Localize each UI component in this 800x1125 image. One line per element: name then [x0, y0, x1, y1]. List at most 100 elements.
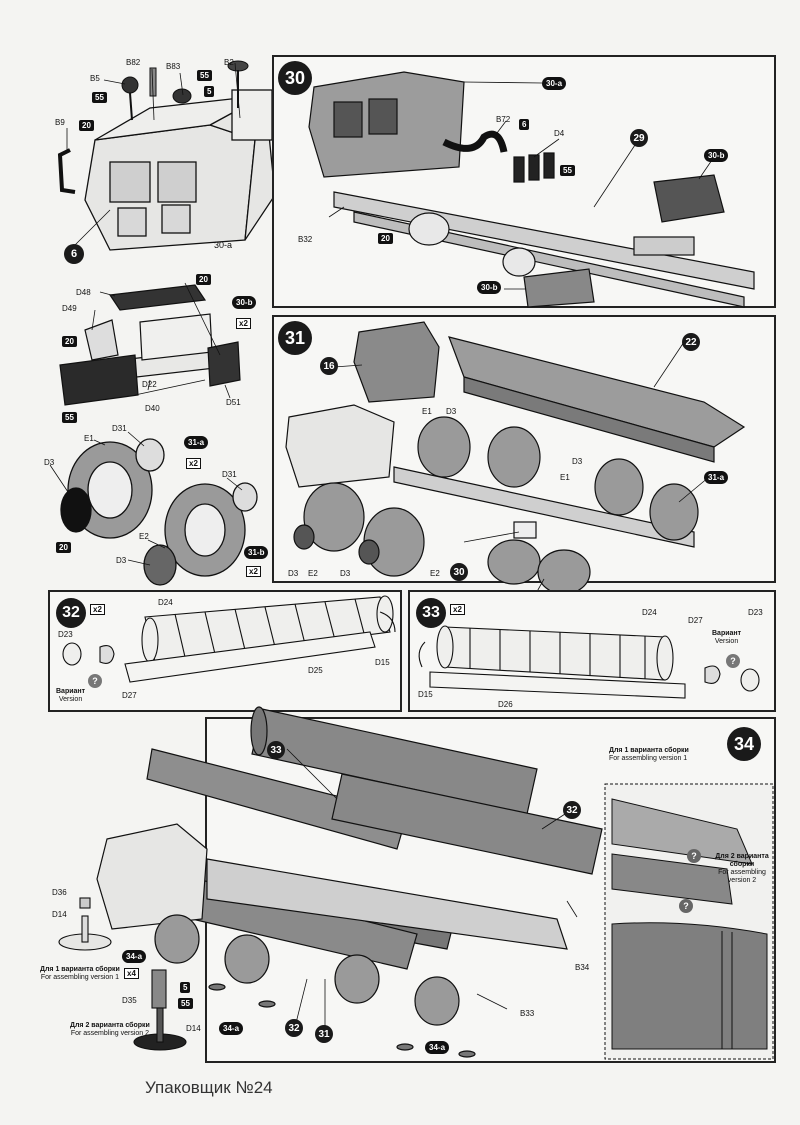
part-d24-33: D24	[642, 608, 657, 617]
ref-badge-20-b: 20	[196, 274, 211, 285]
step-ref-6: 6	[64, 244, 84, 264]
part-e2-b31: E2	[430, 569, 440, 578]
question-icon-34-a: ?	[687, 849, 701, 863]
qty-x2-a: x2	[186, 458, 201, 469]
ref-badge-55-c: 55	[62, 412, 77, 423]
qty-x2-32: x2	[90, 604, 105, 615]
part-e1: E1	[84, 434, 94, 443]
step-31-number: 31	[278, 321, 312, 355]
part-d48: D48	[76, 288, 91, 297]
part-d31-b: D31	[222, 470, 237, 479]
part-d14-b: D14	[186, 1024, 201, 1033]
part-d27-33: D27	[688, 616, 703, 625]
part-e1-b: E1	[560, 473, 570, 482]
qty-x2-box: x2	[236, 318, 251, 329]
qty-x2-b: x2	[246, 566, 261, 577]
step-30-panel: 30	[272, 55, 776, 308]
part-d3-a31: D3	[446, 407, 457, 416]
ref-30a-cab: 30-a	[214, 240, 233, 250]
step-ref-16: 16	[320, 357, 338, 375]
ref-badge-55-d: 55	[560, 165, 575, 176]
part-d3-b: D3	[116, 556, 127, 565]
ref-34a-1: 34-a	[219, 1022, 244, 1035]
ref-34a-stand: 34-a	[122, 950, 147, 963]
step-31-drawing	[285, 321, 746, 598]
variant-en-33: Version	[714, 638, 739, 646]
inset-v2-en: For assembling version 2	[718, 869, 766, 885]
part-e2: E2	[139, 532, 149, 541]
ref-30a-step30: 30-a	[542, 77, 567, 90]
step-30-number: 30	[278, 61, 312, 95]
ref-badge-20-e: 20	[378, 233, 393, 244]
part-d3-d31: D3	[340, 569, 351, 578]
step-32-panel: 32 x2 D24 D23 D25 D15 D27 Вариант V	[48, 590, 402, 712]
step-33-drawing	[418, 625, 760, 699]
step-ref-29: 29	[630, 129, 648, 147]
step-31-panel: 31	[272, 315, 776, 598]
part-d3-c31: D3	[288, 569, 299, 578]
step-34-panel: 34	[96, 706, 777, 1063]
part-b33: B33	[520, 1009, 535, 1018]
ref-badge-55-e: 55	[178, 998, 193, 1009]
part-d25: D25	[308, 666, 323, 675]
part-d36: D36	[52, 888, 67, 897]
ref-34a-2: 34-a	[425, 1041, 450, 1054]
stand-version-2-note: Для 2 варианта сборки For assembling ver…	[70, 1022, 150, 1038]
part-b82: B82	[126, 58, 141, 67]
part-b9: B9	[55, 118, 65, 127]
variant-ru-32: Вариант	[56, 688, 86, 695]
ref-badge-55-a: 55	[197, 70, 212, 81]
part-d24-32: D24	[158, 598, 173, 607]
part-d31-a: D31	[112, 424, 127, 433]
part-d3-a: D3	[44, 458, 55, 467]
part-b32: B32	[298, 235, 313, 244]
inset-version-1-note: Для 1 варианта сборки For assembling ver…	[609, 747, 689, 763]
part-d35: D35	[122, 996, 137, 1005]
variant-note-33: Вариант Version	[712, 630, 741, 646]
question-icon-34-b: ?	[679, 899, 693, 913]
stand-v2-ru: Для 2 варианта сборки	[70, 1022, 150, 1029]
part-d4: D4	[554, 129, 565, 138]
part-d27-32: D27	[122, 691, 137, 700]
ref-30b-b: 30-b	[477, 281, 502, 294]
part-d23-33: D23	[748, 608, 763, 617]
variant-note-32: Вариант Version	[56, 688, 85, 704]
part-d15-32: D15	[375, 658, 390, 667]
stand-v2-en: For assembling version 2	[70, 1030, 150, 1038]
inset-version-2-note: Для 2 варианта сборки For assembling ver…	[707, 853, 777, 885]
inset-v2-ru: Для 2 варианта сборки	[715, 853, 769, 869]
stand-v1-ru: Для 1 варианта сборки	[40, 966, 120, 973]
part-d14-a: D14	[52, 910, 67, 919]
part-e2-a31: E2	[308, 569, 318, 578]
part-d3-b31: D3	[572, 457, 583, 466]
ref-badge-20-a: 20	[79, 120, 94, 131]
step-34-drawing	[96, 706, 774, 1060]
inset-v1-en: For assembling version 1	[609, 755, 688, 763]
step-30-drawing	[308, 71, 755, 308]
step-ref-31: 31	[315, 1025, 333, 1043]
step-32-drawing	[62, 595, 396, 683]
ref-badge-20-c: 20	[62, 336, 77, 347]
step-ref-32-a: 32	[563, 801, 581, 819]
part-d23-32: D23	[58, 630, 73, 639]
stand-version-1-note: Для 1 варианта сборки For assembling ver…	[40, 966, 120, 982]
part-e1-a: E1	[422, 407, 432, 416]
ref-31b: 31-b	[244, 546, 269, 559]
step-32-number: 32	[56, 598, 86, 628]
step-33-number: 33	[416, 598, 446, 628]
ref-31a: 31-a	[184, 436, 209, 449]
step-ref-33: 33	[267, 741, 285, 759]
step-ref-22: 22	[682, 333, 700, 351]
part-d22: D22	[142, 380, 157, 389]
question-icon-33: ?	[726, 654, 740, 668]
ref-30b-a: 30-b	[704, 149, 729, 162]
ref-badge-5-a: 5	[204, 86, 215, 97]
step-33-panel: 33 x2 D24 D23 D27 D15 D26 Вариант V	[408, 590, 776, 712]
step-ref-30: 30	[450, 563, 468, 581]
ref-badge-6: 6	[519, 119, 530, 130]
variant-ru-33: Вариант	[712, 630, 742, 637]
part-b72: B72	[496, 115, 511, 124]
